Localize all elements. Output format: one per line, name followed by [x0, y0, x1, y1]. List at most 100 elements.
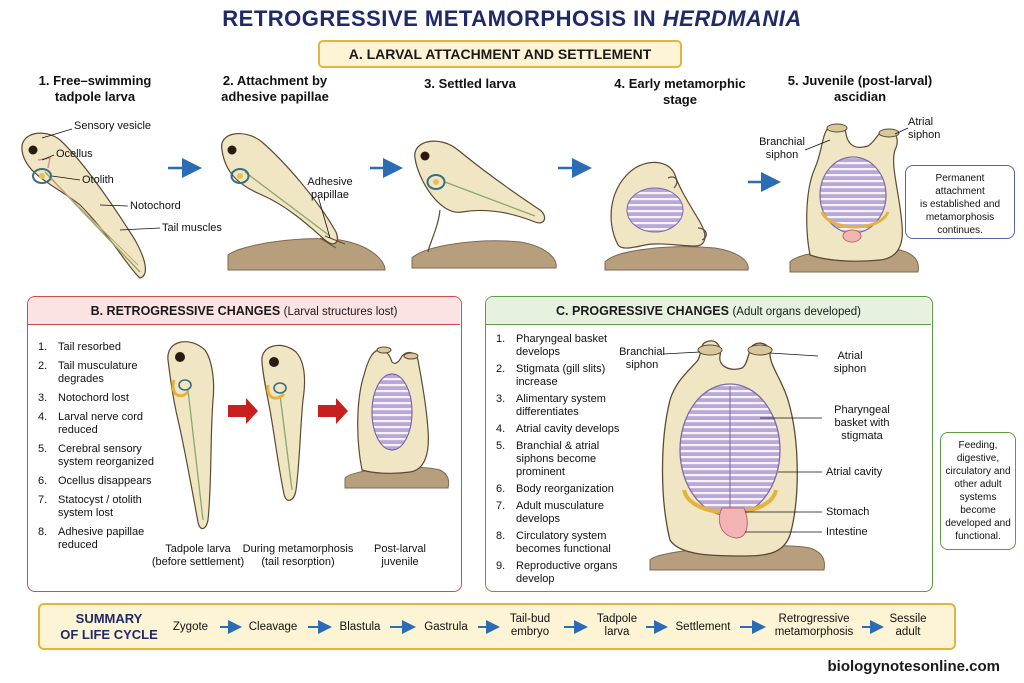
- summary-step-tadpole: Tadpole larva: [588, 613, 646, 639]
- leader-branchial-c: [662, 351, 701, 355]
- list-text: differentiates: [516, 406, 579, 418]
- summary-step-tail-bud: Tail-bud embryo: [500, 613, 560, 639]
- list-num: 7.: [496, 500, 506, 512]
- summary-step-text: embryo: [510, 626, 550, 638]
- list-item: 4.Atrial cavity develops: [496, 423, 624, 436]
- label-pharyngeal-basket: Pharyngeal basket with stigmata: [822, 404, 902, 443]
- list-text: Ocellus disappears: [58, 475, 152, 487]
- leader-atrial-a: [894, 127, 909, 135]
- list-text: develops: [516, 346, 561, 358]
- summary-step-text: Blastula: [339, 621, 381, 633]
- list-text: Larval nerve cord: [58, 411, 143, 423]
- note-a-line2: is established and: [919, 199, 1001, 210]
- caption-b1-line2: (before settlement): [151, 556, 245, 568]
- label-adhesive-1: Adhesive: [307, 176, 353, 188]
- stage-2-title: 2. Attachment by adhesive papillae: [200, 73, 350, 105]
- arrow-red-1: [228, 398, 258, 424]
- caption-post-larval-juvenile: Post-larval juvenile: [360, 543, 440, 569]
- list-num: 6.: [38, 475, 48, 487]
- note-c-line7: functional.: [955, 531, 1001, 542]
- list-text: Statocyst / otolith: [58, 494, 142, 506]
- tadpole-larva-figure: [21, 132, 147, 279]
- list-item: 6. Ocellus disappears: [38, 475, 168, 488]
- label-tail-muscles: Tail muscles: [162, 222, 222, 234]
- caption-tadpole-larva: Tadpole larva (before settlement): [148, 543, 248, 569]
- list-num: 1.: [496, 333, 506, 345]
- label-atrial-c-1: Atrial: [837, 350, 863, 362]
- caption-b2-line1: During metamorphosis: [242, 543, 354, 555]
- summary-step-text: Tail-bud: [509, 613, 551, 625]
- summary-title-line2: OF LIFE CYCLE: [60, 627, 158, 642]
- summary-step-text: Tadpole: [596, 613, 638, 625]
- list-text: prominent: [516, 466, 565, 478]
- panel-b-header: B. RETROGRESSIVE CHANGES (Larval structu…: [28, 297, 460, 325]
- panel-c-title: C. PROGRESSIVE CHANGES: [556, 304, 729, 318]
- note-c-line5: systems become: [959, 492, 997, 516]
- list-num: 2.: [38, 360, 48, 372]
- panel-b-title: B. RETROGRESSIVE CHANGES: [90, 304, 281, 318]
- panel-c-header: C. PROGRESSIVE CHANGES (Adult organs dev…: [486, 297, 931, 325]
- stage-1-title: 1. Free–swimming tadpole larva: [20, 73, 170, 105]
- caption-b1-line1: Tadpole larva: [165, 543, 231, 555]
- list-num: 8.: [496, 530, 506, 542]
- footer-website[interactable]: biologynotesonline.com: [827, 658, 1000, 675]
- summary-step-blastula: Blastula: [332, 621, 388, 634]
- list-item: 1.Tail resorbed: [38, 341, 168, 354]
- panel-c-subtitle: (Adult organs developed): [732, 306, 861, 318]
- juvenile-ascidian-figure: [789, 123, 919, 273]
- stage-5-line1: 5. Juvenile (post-larval): [787, 73, 933, 88]
- summary-step-text: larva: [604, 626, 630, 638]
- during-metamorphosis-figure: [261, 344, 306, 501]
- list-num: 6.: [496, 483, 506, 495]
- label-notochord: Notochord: [130, 200, 181, 212]
- summary-step-gastrula: Gastrula: [416, 621, 476, 634]
- settled-larva-figure: [411, 140, 557, 269]
- panel-progressive-changes: C. PROGRESSIVE CHANGES (Adult organs dev…: [485, 296, 933, 592]
- label-branchial-siphon-a: Branchial siphon: [752, 136, 812, 162]
- list-item: 2.Stigmata (gill slits)increase: [496, 363, 624, 389]
- label-ocellus: Ocellus: [56, 148, 93, 160]
- note-c-line4: other adult: [954, 479, 1002, 490]
- caption-b3-line1: Post-larval: [374, 543, 426, 555]
- post-larval-juvenile-figure: [344, 346, 450, 489]
- stage-1-line2: tadpole larva: [54, 89, 136, 104]
- leader-ocellus: [41, 154, 55, 161]
- label-intestine: Intestine: [826, 526, 868, 538]
- list-num: 9.: [496, 560, 506, 572]
- summary-step-text: adult: [895, 626, 921, 638]
- list-text: Notochord lost: [58, 392, 129, 404]
- summary-step-settlement: Settlement: [668, 621, 738, 634]
- label-atrial-cavity: Atrial cavity: [826, 466, 883, 478]
- panel-b-subtitle: (Larval structures lost): [283, 306, 398, 318]
- note-permanent-attachment: Permanent attachment is established and …: [905, 165, 1015, 239]
- stage-4-line2: stage: [663, 92, 697, 107]
- label-atrial-a-1: Atrial: [908, 116, 934, 128]
- stage-3-line1: 3. Settled larva: [424, 76, 516, 91]
- list-text: Cerebral sensory: [58, 443, 142, 455]
- list-text: Adult musculature: [516, 500, 605, 512]
- label-atrial-siphon-c: Atrial siphon: [820, 350, 880, 376]
- label-sensory-vesicle: Sensory vesicle: [74, 120, 152, 132]
- page-title: RETROGRESSIVE METAMORPHOSIS IN HERDMANIA: [0, 6, 1024, 32]
- caption-b3-line2: juvenile: [381, 556, 419, 568]
- leader-tail-muscles: [119, 227, 161, 231]
- label-pharyngeal-3: stigmata: [841, 430, 883, 442]
- label-branchial-c-2: siphon: [625, 359, 659, 371]
- list-num: 8.: [38, 526, 48, 538]
- list-text: Pharyngeal basket: [516, 333, 608, 345]
- leader-adhesive-papillae: [317, 195, 331, 239]
- label-adhesive-2: papillae: [311, 189, 349, 201]
- list-item: 3.Notochord lost: [38, 392, 168, 405]
- label-otolith: Otolith: [82, 174, 114, 186]
- label-pharyngeal-1: Pharyngeal: [834, 404, 890, 416]
- list-num: 5.: [38, 443, 48, 455]
- list-text: Atrial cavity develops: [516, 423, 620, 435]
- label-atrial-a-2: siphon: [908, 129, 941, 141]
